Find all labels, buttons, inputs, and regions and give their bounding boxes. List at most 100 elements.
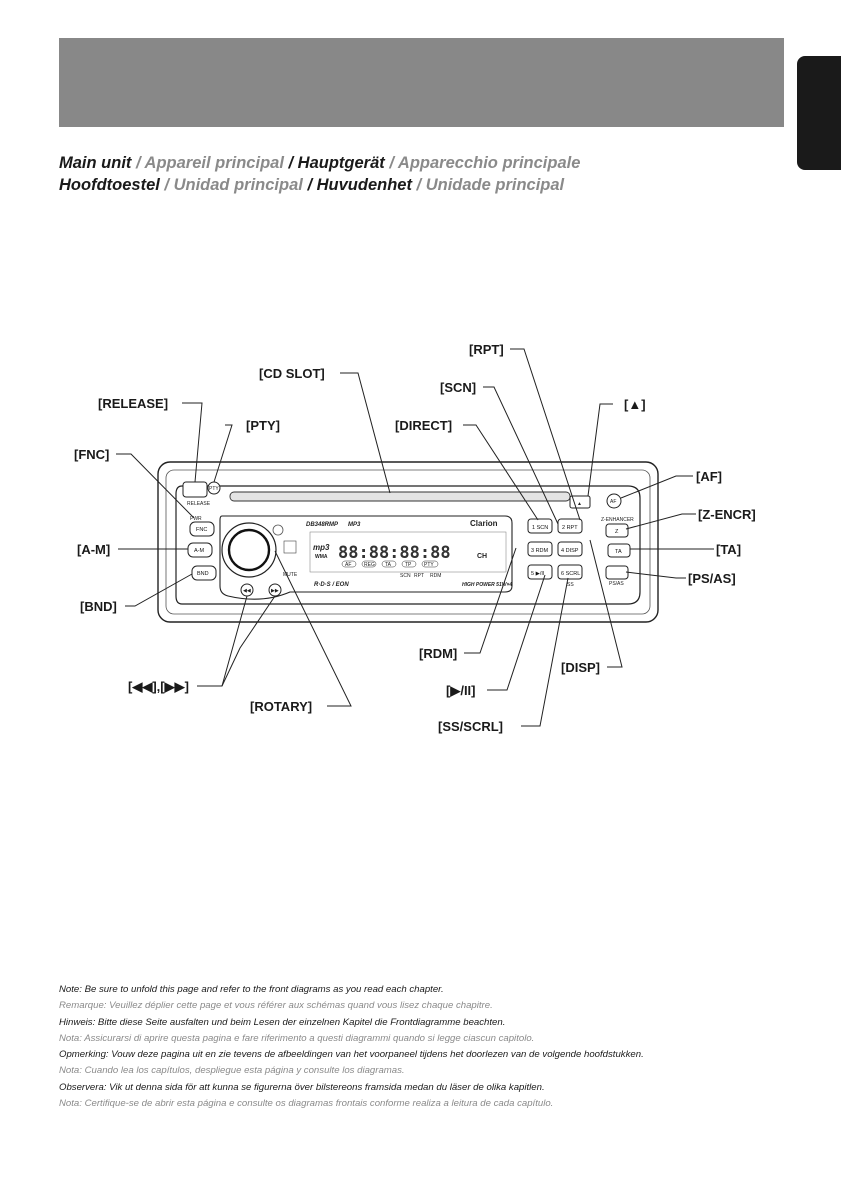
preset-4-button[interactable] [557,541,583,557]
preset-1-label: 1 SCN [532,525,548,531]
indicator-pty: PTY [424,562,434,568]
note-sv: Observera: Vik ut denna sida för att kun… [59,1081,545,1093]
preset-6-button[interactable] [557,564,583,580]
preset-3-label: 3 RDM [531,548,549,554]
notes-block: Note: Be sure to unfold this page and re… [59,982,799,1112]
callout-ss-scrl: [SS/SCRL] [438,719,503,734]
am-button[interactable] [187,542,213,558]
preset-3-button[interactable] [527,541,553,557]
preset-4-label: 4 DISP [561,548,579,554]
preset-2-button[interactable] [557,518,583,534]
skip-forward-icon: ▶▶ [271,588,279,594]
title-en: Main unit [59,154,132,172]
title-es: / Unidad principal [159,176,303,194]
psas-button[interactable] [605,565,629,580]
lcd-mp3: mp3 [313,543,330,552]
preset-2-label: 2 RPT [562,525,578,531]
psas-caption: PS/AS [609,581,624,587]
mute-caption: MUTE [283,572,298,578]
release-button[interactable] [182,481,208,498]
ta-button-label: TA [615,549,622,555]
callout-ta: [TA] [716,542,741,557]
pty-button-label: PTY [209,486,219,492]
title-line-2: Hoofdtoestel / Unidad principal / Huvude… [59,174,779,196]
preset-6-label: 6 SCRL [561,571,580,577]
indicator-scn: SCN [400,573,411,579]
ir-sensor [272,524,284,536]
indicator-af: AF [345,562,351,568]
am-button-label: A-M [194,548,205,554]
language-tab [797,56,841,170]
note-pt: Nota: Certifique-se de abrir esta página… [59,1098,554,1110]
note-es: Nota: Cuando lea los capítulos, desplieg… [59,1065,405,1077]
callout-ps-as: [PS/AS] [688,571,736,586]
title-it: / Apparecchio principale [384,154,581,172]
callout-scn: [SCN] [440,380,476,395]
preset-buttons: 1 SCN 2 RPT 3 RDM 4 DISP 5 ▶/II 6 SCRL S… [527,518,583,588]
ta-button[interactable] [607,543,631,558]
power-rating: HIGH POWER 51W×4 [462,582,512,588]
zencr-caption: Z-ENHANCER [601,517,634,523]
callout-cd-slot: [CD SLOT] [259,366,325,381]
callout-rpt: [RPT] [469,342,504,357]
indicator-reg: REG [364,562,375,568]
indicator-rpt: RPT [414,573,424,579]
page-title: Main unit / Appareil principal / Hauptge… [59,152,779,196]
skip-back-icon: ◀◀ [243,588,251,594]
title-line-1: Main unit / Appareil principal / Hauptge… [59,152,779,174]
indicator-rdm: RDM [430,573,441,579]
callout-am: [A-M] [77,542,110,557]
disc-icon [283,540,297,554]
cd-slot [229,491,571,502]
rotary-knob[interactable] [227,528,271,572]
zencr-button-label: Z [615,529,619,535]
lcd-ch-label: CH [477,553,487,560]
ss-caption: SS [567,582,574,588]
title-pt: / Unidade principal [411,176,565,194]
callout-direct: [DIRECT] [395,418,452,433]
af-button[interactable] [606,493,622,509]
pwr-caption: PWR [190,516,202,522]
af-button-label: AF [610,499,616,505]
lcd-wma: WMA [315,554,328,560]
note-de: Hinweis: Bitte diese Seite ausfalten und… [59,1016,506,1028]
lcd-indicators: AF REG TA TP PTY SCN RPT RDM [341,560,441,579]
bnd-button-label: BND [197,571,209,577]
fnc-button-label: FNC [196,527,207,533]
zencr-button[interactable] [605,523,629,538]
callout-bnd: [BND] [80,599,117,614]
callout-play-pause: [▶/II] [446,683,476,698]
callout-eject: [▲] [624,397,646,412]
note-nl: Opmerking: Vouw deze pagina uit en zie t… [59,1049,644,1061]
callout-lines [116,348,714,727]
title-sv: / Huvudenhet [302,176,412,194]
callout-rotary: [ROTARY] [250,699,312,714]
note-fr: Remarque: Veuillez déplier cette page et… [59,1000,493,1012]
rds-eon-logo: R·D·S / EON [314,582,349,588]
callout-rdm: [RDM] [419,646,457,661]
mp3-logo: MP3 [348,522,361,528]
model-name: DB348RMP [306,522,339,528]
brand-logo: Clarion [470,519,498,528]
preset-1-button[interactable] [527,518,553,534]
note-en: Note: Be sure to unfold this page and re… [59,984,444,995]
title-de: / Hauptgerät [283,154,385,172]
lcd-segments: 88:88:88:88 [338,543,451,563]
callout-z-encr: [Z-ENCR] [698,507,756,522]
title-fr: / Appareil principal [131,154,284,172]
fnc-button[interactable] [189,521,215,537]
preset-5-button[interactable] [527,564,553,580]
callout-release: [RELEASE] [98,396,168,411]
title-nl: Hoofdtoestel [59,176,160,194]
indicator-ta: TA [385,562,392,568]
callout-af: [AF] [696,469,722,484]
bnd-button[interactable] [191,565,217,581]
callout-pty: [PTY] [246,418,280,433]
header-band [59,38,784,127]
note-it: Nota: Assicurarsi di aprire questa pagin… [59,1032,535,1044]
callout-disp: [DISP] [561,660,600,675]
eject-symbol: ▲ [577,501,582,507]
indicator-tp: TP [405,562,412,568]
preset-5-label: 5 ▶/II [531,571,545,577]
